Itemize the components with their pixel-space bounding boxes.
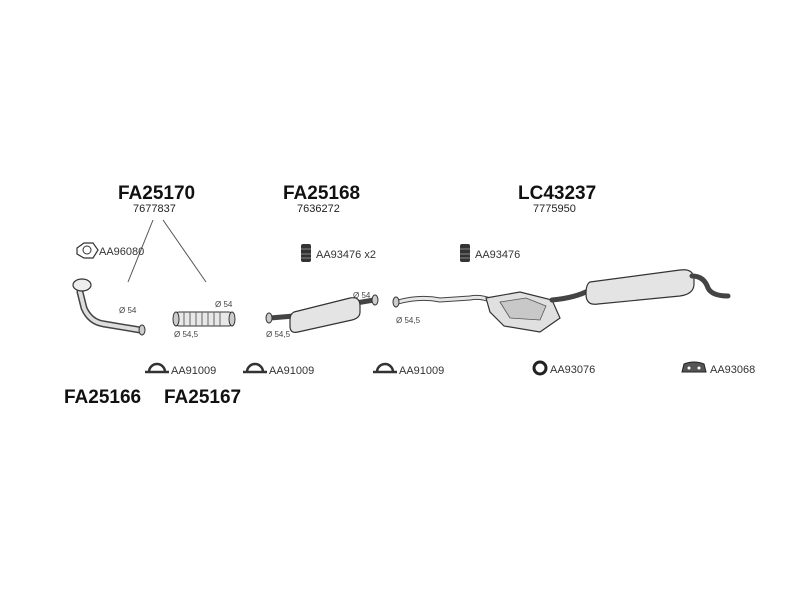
part-number-title: FA25170 <box>118 183 196 204</box>
diameter-label: Ø 54 <box>215 300 233 309</box>
leader-line-front-pipe <box>127 219 154 283</box>
part-number-title: FA25168 <box>283 183 361 204</box>
part-label: AA93476 <box>475 249 521 261</box>
ring-icon <box>532 360 548 376</box>
diameter-label: Ø 54 <box>353 291 371 300</box>
part-label: AA96080 <box>99 246 145 258</box>
diameter-label: Ø 54,5 <box>266 330 291 339</box>
part-label: AA93068 <box>710 364 756 376</box>
diameter-label: Ø 54,5 <box>174 330 199 339</box>
clamp-icon <box>145 362 169 374</box>
rubber-mount-icon <box>301 244 311 262</box>
part-label: AA91009 <box>171 365 217 377</box>
part-number-title: FA25166 <box>64 387 142 408</box>
part-label: AA93076 <box>550 364 596 376</box>
rear-silencer-assembly-icon <box>392 269 731 333</box>
part-number-title: FA25167 <box>164 387 242 408</box>
middle-silencer-icon <box>265 294 379 333</box>
rubber-mount-icon <box>460 244 470 262</box>
part-number-title: LC43237 <box>518 183 597 204</box>
part-label: AA91009 <box>269 365 315 377</box>
leader-line-flex-pipe <box>162 219 207 283</box>
reference-number: 7677837 <box>133 203 176 215</box>
reference-number: 7636272 <box>297 203 340 215</box>
gasket-icon <box>76 242 99 259</box>
part-label: AA91009 <box>399 365 445 377</box>
clamp-icon <box>243 362 267 374</box>
diameter-label: Ø 54,5 <box>396 316 421 325</box>
bracket-icon <box>681 361 707 373</box>
part-label: AA93476 x2 <box>316 249 376 261</box>
reference-number: 7775950 <box>533 203 576 215</box>
front-pipe-icon <box>72 278 146 336</box>
flex-pipe-icon <box>172 311 236 327</box>
diameter-label: Ø 54 <box>119 306 137 315</box>
clamp-icon <box>373 362 397 374</box>
